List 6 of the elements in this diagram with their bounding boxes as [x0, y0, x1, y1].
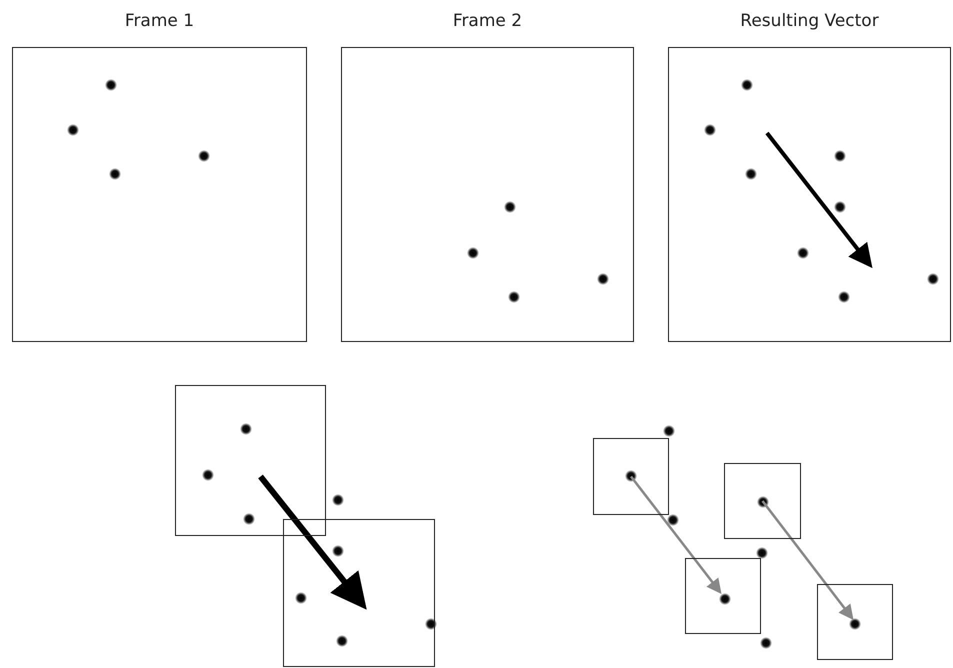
arrow: [630, 476, 722, 594]
frame-title: Frame 1: [124, 11, 194, 31]
arrow: [762, 500, 854, 620]
frame-title: Frame 2: [452, 11, 522, 31]
frame-title: Resulting Vector: [740, 11, 879, 31]
arrow: [258, 474, 367, 610]
